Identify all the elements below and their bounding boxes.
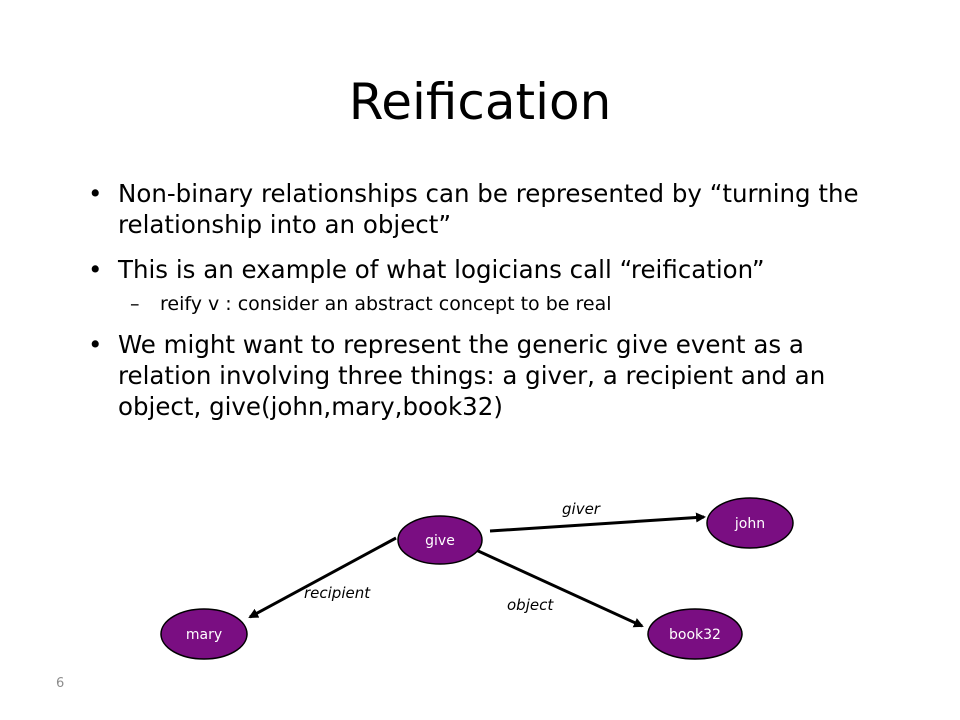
node-give	[397, 515, 483, 565]
bullet-dot: •	[88, 255, 103, 284]
bullet-item: • We might want to represent the generic…	[88, 329, 898, 422]
node-book32	[647, 608, 743, 660]
edge-object-arrow	[475, 548, 644, 628]
node-label-mary: mary	[186, 627, 222, 643]
edge-recipient-arrow	[248, 536, 397, 619]
edge-label-object: object	[507, 596, 554, 614]
edge-giver-arrow	[489, 512, 706, 533]
node-mary	[160, 608, 248, 660]
sub-bullet-text: reify v : consider an abstract concept t…	[160, 293, 612, 315]
node-label-book32: book32	[669, 627, 721, 643]
sub-bullet-dash: –	[130, 293, 140, 315]
slide-title: Reification	[348, 73, 612, 131]
bullet-dot: •	[88, 179, 103, 208]
node-label-john: john	[734, 516, 765, 532]
bullet-text: We might want to represent the generic g…	[118, 330, 826, 421]
node-john	[706, 497, 794, 549]
sub-bullet-item: – reify v : consider an abstract concept…	[88, 291, 898, 317]
bullet-item: • This is an example of what logicians c…	[88, 254, 898, 285]
bullet-dot: •	[88, 330, 103, 359]
edge-label-recipient: recipient	[304, 584, 371, 602]
bullet-text: Non-binary relationships can be represen…	[118, 179, 859, 239]
node-label-give: give	[425, 533, 455, 549]
edge-label-giver: giver	[562, 500, 601, 518]
bullet-text: This is an example of what logicians cal…	[118, 255, 765, 284]
page-number: 6	[56, 676, 65, 691]
bullet-item: • Non-binary relationships can be repres…	[88, 178, 898, 240]
bullet-list: • Non-binary relationships can be repres…	[88, 178, 898, 436]
